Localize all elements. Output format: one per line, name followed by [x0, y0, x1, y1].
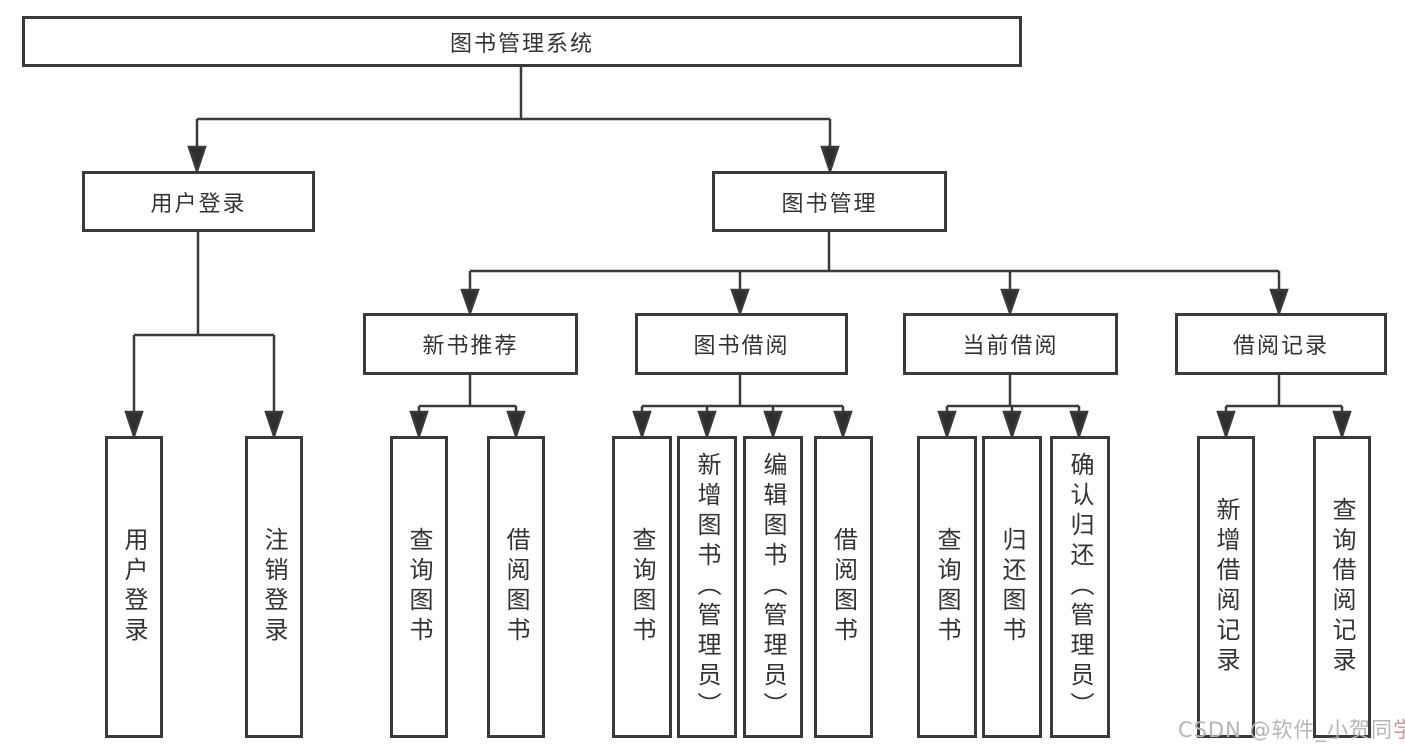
arrow-down-icon: [632, 410, 652, 440]
arrow-down-icon: [187, 145, 207, 175]
watermark-text: CSDN @软件_小贺同: [1178, 718, 1394, 742]
node-new-book-recommend: 新书推荐: [363, 313, 578, 375]
arrow-down-icon: [763, 410, 783, 440]
arrow-down-icon: [1332, 410, 1352, 440]
arrow-down-icon: [937, 410, 957, 440]
leaf-return-book: 归还图书: [982, 436, 1042, 738]
leaf-query-book-current: 查询图书: [917, 436, 977, 738]
leaf-borrow-book-recommend: 借阅图书: [487, 436, 545, 738]
node-borrow-records: 借阅记录: [1175, 313, 1387, 375]
leaf-confirm-return-admin: 确认归还（管理员）: [1050, 436, 1110, 738]
node-book-management: 图书管理: [712, 171, 947, 232]
leaf-add-borrow-record: 新增借阅记录: [1197, 436, 1255, 738]
csdn-watermark: CSDN @软件_小贺同学: [1178, 714, 1405, 744]
node-user-login: 用户登录: [82, 171, 315, 232]
arrow-down-icon: [1269, 288, 1289, 317]
watermark-text-accent: 学: [1393, 718, 1405, 742]
leaf-query-book-recommend: 查询图书: [390, 436, 448, 738]
leaf-query-borrow-record: 查询借阅记录: [1313, 436, 1371, 738]
arrow-down-icon: [1002, 410, 1022, 440]
arrow-down-icon: [506, 410, 526, 440]
leaf-add-book-admin: 新增图书（管理员）: [677, 436, 737, 738]
arrow-down-icon: [1216, 410, 1236, 440]
leaf-borrow-book: 借阅图书: [814, 436, 873, 738]
arrow-down-icon: [460, 288, 480, 317]
arrow-down-icon: [409, 410, 429, 440]
leaf-logout: 注销登录: [245, 436, 303, 738]
arrow-down-icon: [833, 410, 853, 440]
arrow-down-icon: [1069, 410, 1089, 440]
arrow-down-icon: [1000, 288, 1020, 317]
node-library-management-system: 图书管理系统: [22, 16, 1022, 67]
leaf-edit-book-admin: 编辑图书（管理员）: [743, 436, 803, 738]
arrow-down-icon: [264, 410, 284, 440]
arrow-down-icon: [124, 410, 144, 440]
arrow-down-icon: [697, 410, 717, 440]
node-current-borrow: 当前借阅: [903, 313, 1118, 375]
leaf-query-book-borrow: 查询图书: [612, 436, 672, 738]
leaf-user-login: 用户登录: [105, 436, 163, 738]
node-book-borrow: 图书借阅: [635, 313, 848, 375]
arrow-down-icon: [730, 288, 750, 317]
arrow-down-icon: [820, 145, 840, 175]
